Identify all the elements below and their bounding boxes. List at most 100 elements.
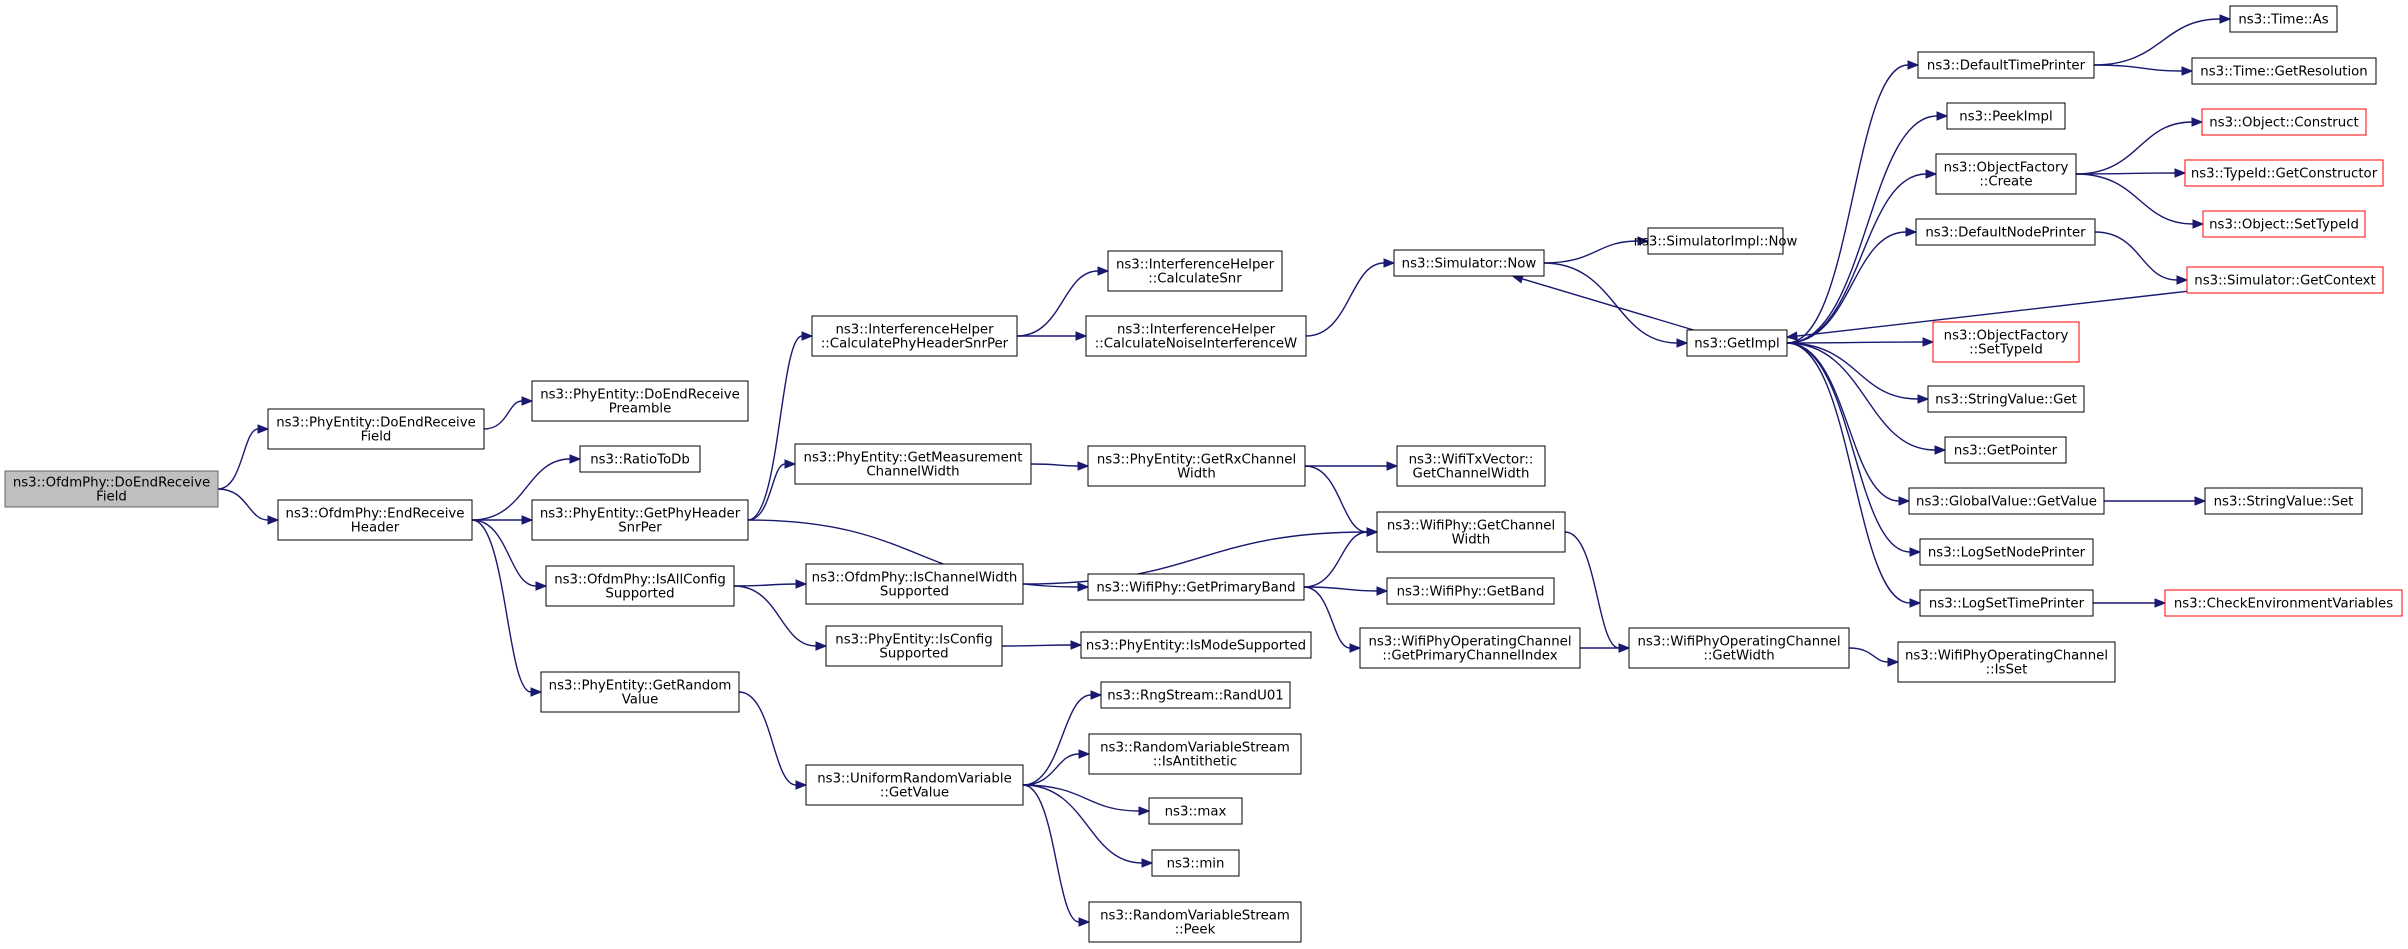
graph-node-n19[interactable]: ns3::RandomVariableStream::IsAntithetic: [1088, 733, 1302, 775]
edge-n15-to-n24: [1305, 461, 1399, 471]
edge-line: [1521, 278, 1694, 331]
arrowhead: [1383, 258, 1396, 268]
node-label-line: ::GetValue: [880, 786, 949, 801]
graph-node-n33[interactable]: ns3::ObjectFactory::Create: [1935, 153, 2077, 195]
graph-node-n40[interactable]: ns3::LogSetNodePrinter: [1919, 538, 2094, 566]
graph-node-n4[interactable]: ns3::RatioToDb: [579, 445, 701, 473]
node-label-line: ChannelWidth: [866, 465, 959, 480]
edge-n23-to-n29: [1543, 262, 1689, 348]
node-box: [579, 445, 701, 473]
node-box: [1085, 315, 1307, 357]
graph-node-n46[interactable]: ns3::TypeId::GetConstructor: [2184, 159, 2384, 187]
graph-node-n38[interactable]: ns3::GetPointer: [1944, 436, 2067, 464]
node-box: [1396, 445, 1546, 487]
arrowhead: [1070, 640, 1083, 650]
graph-node-n23[interactable]: ns3::Simulator::Now: [1393, 249, 1545, 277]
edge-n12-to-n21: [1022, 784, 1154, 868]
edge-n12-to-n20: [1022, 784, 1151, 816]
node-label-line: ::CalculateSnr: [1148, 272, 1242, 287]
graph-node-n41[interactable]: ns3::LogSetTimePrinter: [1919, 589, 2094, 617]
node-box: [825, 625, 1003, 667]
edge-n0-to-n1: [217, 424, 270, 490]
graph-node-n26[interactable]: ns3::WifiPhy::GetBand: [1386, 577, 1555, 605]
graph-node-n44[interactable]: ns3::Time::GetResolution: [2191, 57, 2377, 85]
edge-line: [733, 583, 797, 587]
graph-node-n27[interactable]: ns3::WifiPhyOperatingChannel::GetPrimary…: [1359, 627, 1581, 669]
graph-node-n12[interactable]: ns3::UniformRandomVariable::GetValue: [805, 764, 1024, 806]
graph-node-n43[interactable]: ns3::Time::As: [2229, 5, 2338, 33]
arrowhead: [1376, 586, 1389, 596]
graph-node-n48[interactable]: ns3::StringValue::Set: [2204, 487, 2363, 515]
arrowhead: [530, 687, 543, 697]
edge-line: [2094, 231, 2178, 281]
graph-node-n47[interactable]: ns3::Object::SetTypeId: [2202, 210, 2366, 238]
node-box: [1080, 631, 1312, 659]
graph-node-n45[interactable]: ns3::Object::Construct: [2201, 108, 2367, 136]
graph-node-n35[interactable]: ns3::Simulator::GetContext: [2186, 266, 2384, 294]
edge-n27-to-n30: [1580, 643, 1631, 653]
edge-n12-to-n22: [1022, 784, 1091, 927]
edge-line: [471, 519, 537, 587]
node-label-line: ::CalculatePhyHeaderSnrPer: [821, 337, 1009, 352]
node-label-line: ns3::RngStream::RandU01: [1107, 689, 1284, 704]
node-box: [1908, 487, 2105, 515]
node-box: [1376, 511, 1566, 553]
graph-node-n32[interactable]: ns3::PeekImpl: [1946, 102, 2066, 130]
node-box: [267, 408, 485, 450]
node-label-line: ns3::OfdmPhy::DoEndReceive: [13, 476, 210, 491]
arrowhead: [1898, 496, 1911, 506]
arrowhead: [1922, 337, 1935, 347]
graph-node-n18[interactable]: ns3::RngStream::RandU01: [1100, 681, 1291, 709]
node-label-line: ns3::SimulatorImpl::Now: [1634, 235, 1798, 250]
graph-node-n49[interactable]: ns3::CheckEnvironmentVariables: [2164, 589, 2403, 617]
node-label-line: ns3::StringValue::Set: [2214, 495, 2354, 510]
node-label-line: ns3::WifiPhy::GetBand: [1397, 585, 1545, 600]
node-box: [1107, 250, 1283, 292]
node-label-line: ::GetPrimaryChannelIndex: [1382, 649, 1557, 664]
arrowhead: [2174, 168, 2187, 178]
graph-node-n13[interactable]: ns3::InterferenceHelper::CalculateSnr: [1107, 250, 1283, 292]
graph-node-n24[interactable]: ns3::WifiTxVector::GetChannelWidth: [1396, 445, 1546, 487]
graph-node-n14[interactable]: ns3::InterferenceHelper::CalculateNoiseI…: [1085, 315, 1307, 357]
arrowhead: [1078, 749, 1091, 759]
graph-node-n9[interactable]: ns3::PhyEntity::GetMeasurementChannelWid…: [794, 443, 1032, 485]
graph-node-n20[interactable]: ns3::max: [1148, 797, 1243, 825]
arrowhead: [1366, 527, 1379, 537]
graph-node-n29[interactable]: ns3::GetImpl: [1686, 329, 1788, 357]
graph-node-n37[interactable]: ns3::StringValue::Get: [1927, 385, 2085, 413]
graph-node-n8[interactable]: ns3::InterferenceHelper::CalculatePhyHea…: [811, 315, 1018, 357]
graph-node-n34[interactable]: ns3::DefaultNodePrinter: [1915, 218, 2096, 246]
node-label-line: ns3::WifiPhy::GetPrimaryBand: [1096, 581, 1295, 596]
graph-node-n39[interactable]: ns3::GlobalValue::GetValue: [1908, 487, 2105, 515]
graph-node-n21[interactable]: ns3::min: [1151, 849, 1240, 877]
node-label-line: ns3::Simulator::Now: [1402, 257, 1537, 272]
arrowhead: [1925, 169, 1938, 179]
node-box: [1935, 153, 2077, 195]
graph-node-n28[interactable]: ns3::SimulatorImpl::Now: [1634, 227, 1798, 255]
edge-n5-to-n9: [747, 459, 797, 521]
graph-node-n42[interactable]: ns3::WifiPhyOperatingChannel::IsSet: [1897, 641, 2116, 683]
graph-node-n17[interactable]: ns3::PhyEntity::IsModeSupported: [1080, 631, 1312, 659]
arrowhead: [1909, 598, 1922, 608]
graph-node-n22[interactable]: ns3::RandomVariableStream::Peek: [1088, 901, 1302, 943]
graph-node-n31[interactable]: ns3::DefaultTimePrinter: [1917, 51, 2095, 79]
graph-node-n25[interactable]: ns3::WifiPhy::GetChannelWidth: [1376, 511, 1566, 553]
graph-node-n36[interactable]: ns3::ObjectFactory::SetTypeId: [1932, 321, 2080, 363]
node-box: [1897, 641, 2116, 683]
graph-node-n30[interactable]: ns3::WifiPhyOperatingChannel::GetWidth: [1628, 627, 1850, 669]
graph-node-n16[interactable]: ns3::WifiPhy::GetPrimaryBand: [1087, 573, 1305, 601]
node-label-line: ns3::DefaultNodePrinter: [1925, 226, 2086, 241]
arrowhead: [521, 515, 534, 525]
edge-n39-to-n48: [2103, 496, 2207, 506]
edge-line: [1786, 342, 1911, 604]
